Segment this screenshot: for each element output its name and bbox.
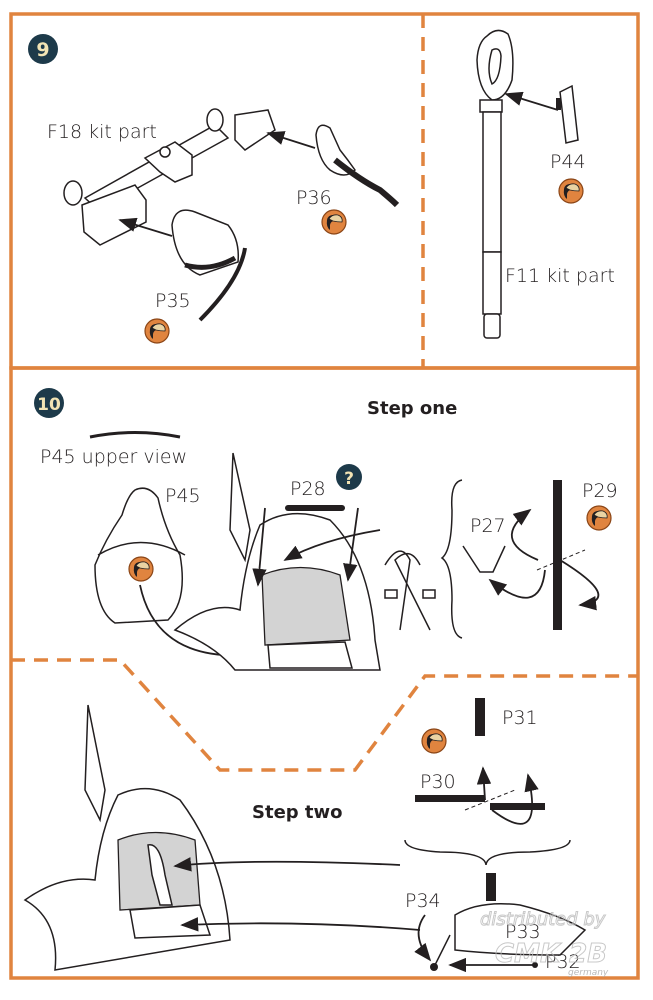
f11-label: F11 kit part bbox=[505, 265, 615, 287]
p36-arrow bbox=[266, 131, 316, 149]
p30-arrow-loop bbox=[491, 773, 539, 825]
p45-upper-view-label: P45 upper view bbox=[40, 446, 187, 468]
photo-etch-icon bbox=[586, 505, 612, 531]
step-separator bbox=[11, 658, 638, 772]
p32-label: P32 bbox=[545, 951, 581, 973]
p28-part bbox=[285, 505, 345, 511]
p33-label: P33 bbox=[505, 921, 541, 943]
p30-part bbox=[415, 795, 545, 810]
strap-arrow bbox=[283, 529, 381, 561]
p45-upper-view-shape bbox=[89, 431, 181, 439]
watermark-line3: germany bbox=[568, 968, 609, 978]
p44-arrow bbox=[504, 91, 559, 111]
step10-badge: 10 bbox=[34, 388, 64, 418]
p33-strap bbox=[486, 873, 496, 901]
watermark: distributed by CMK 2B germany bbox=[480, 909, 609, 979]
p33-part bbox=[434, 903, 587, 966]
p28-arrow-right bbox=[343, 507, 359, 582]
p27-label: P27 bbox=[470, 515, 506, 537]
p36-part bbox=[315, 124, 400, 208]
p28-arrow-left bbox=[252, 507, 267, 587]
p34-label: P34 bbox=[405, 890, 441, 912]
step-one-title: Step one bbox=[367, 398, 457, 419]
step-number-badge bbox=[34, 388, 64, 418]
shoulder-straps bbox=[384, 550, 436, 631]
p35-label: P35 bbox=[155, 290, 191, 312]
p34-arrow bbox=[414, 914, 432, 962]
f18-kit-part bbox=[63, 108, 276, 246]
p31-label: P31 bbox=[502, 707, 538, 729]
p32-buckle bbox=[532, 962, 538, 968]
p36-label: P36 bbox=[296, 187, 332, 209]
watermark-line1: distributed by bbox=[480, 909, 606, 930]
p30-label: P30 bbox=[420, 771, 456, 793]
p35-arrow bbox=[118, 217, 173, 237]
p27-arrow bbox=[488, 569, 546, 599]
photo-etch-icon bbox=[558, 178, 584, 204]
step-number-badge bbox=[28, 34, 58, 64]
fold-line bbox=[464, 789, 516, 811]
brace bbox=[404, 839, 571, 866]
p27-part bbox=[462, 545, 506, 573]
step10-frame bbox=[9, 366, 640, 980]
watermark-line2: CMK 2B bbox=[495, 939, 607, 969]
photo-etch-icon bbox=[421, 728, 447, 754]
f18-label: F18 kit part bbox=[47, 121, 157, 143]
help-badge-text: ? bbox=[344, 469, 354, 489]
p29-part bbox=[553, 480, 562, 630]
p35-part bbox=[171, 209, 247, 322]
step9-badge: 9 bbox=[28, 34, 58, 64]
step9-number: 9 bbox=[36, 39, 49, 61]
f11-kit-part bbox=[476, 29, 514, 339]
p29-arrow-right bbox=[559, 559, 600, 611]
photo-etch-icon bbox=[128, 556, 154, 582]
p29-label: P29 bbox=[582, 480, 618, 502]
p45-part bbox=[94, 487, 186, 624]
p31-part bbox=[475, 698, 485, 736]
p28-label: P28 bbox=[290, 478, 326, 500]
p30-arrow-up bbox=[476, 766, 492, 801]
p34-buckle bbox=[430, 963, 438, 971]
step-two-title: Step two bbox=[252, 802, 343, 823]
fold-line bbox=[536, 549, 586, 571]
photo-etch-icon bbox=[321, 209, 347, 235]
seat-step-two bbox=[23, 704, 231, 971]
step10-number: 10 bbox=[37, 395, 61, 415]
photo-etch-icon bbox=[144, 318, 170, 344]
p44-label: P44 bbox=[550, 151, 586, 173]
lap-arrow bbox=[180, 917, 421, 932]
p45-label: P45 bbox=[165, 485, 201, 507]
p31-arrow bbox=[173, 857, 401, 872]
seat-step-one bbox=[173, 452, 381, 671]
brace bbox=[440, 479, 463, 639]
help-badge: ? bbox=[336, 464, 362, 490]
p44-part bbox=[556, 84, 579, 144]
p29-arrow-top bbox=[511, 508, 539, 561]
